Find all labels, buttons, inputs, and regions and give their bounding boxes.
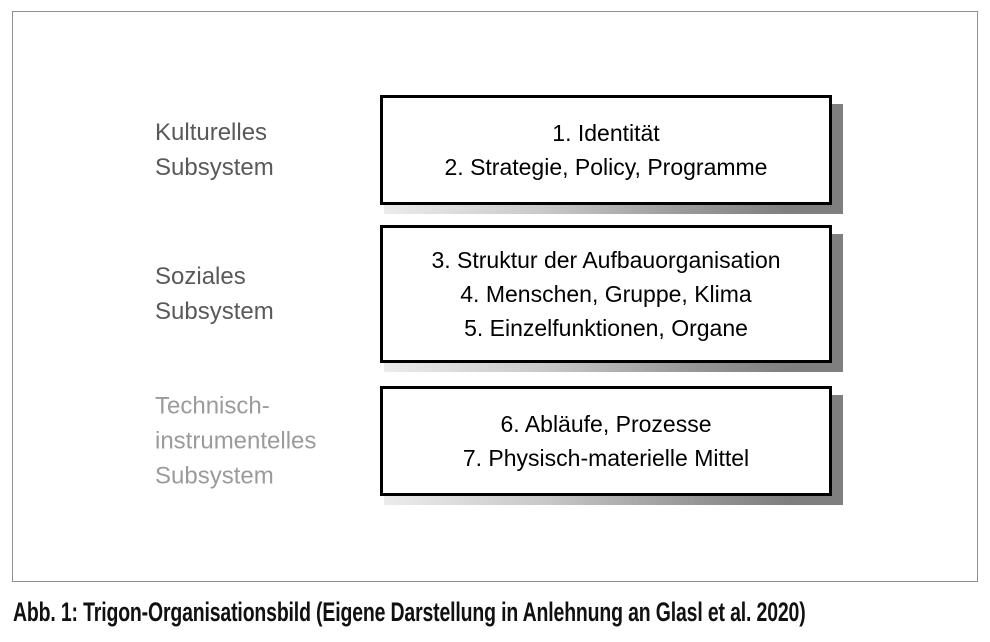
box-soziales: 3. Struktur der Aufbauorganisation 4. Me…: [380, 225, 843, 372]
subsystem-row-kulturelles: Kulturelles Subsystem 1. Identität 2. St…: [0, 95, 990, 214]
box-technisch: 6. Abläufe, Prozesse 7. Physisch-materie…: [380, 386, 843, 505]
label-technisch-instrumentelles-subsystem: Technisch- instrumentelles Subsystem: [155, 392, 317, 490]
label-kulturelles-subsystem: Kulturelles Subsystem: [155, 119, 274, 181]
figure-caption: Abb. 1: Trigon-Organisationsbild (Eigene…: [13, 597, 806, 627]
subsystem-row-soziales: Soziales Subsystem 3. Struktur der Aufba…: [0, 225, 990, 372]
subsystem-row-technisch: Technisch- instrumentelles Subsystem 6. …: [0, 386, 990, 505]
box-kulturelles: 1. Identität 2. Strategie, Policy, Progr…: [380, 95, 843, 214]
label-soziales-subsystem: Soziales Subsystem: [155, 263, 274, 325]
box-soziales-content: 3. Struktur der Aufbauorganisation 4. Me…: [380, 225, 832, 363]
box-item-struktur: 3. Struktur der Aufbauorganisation: [431, 247, 781, 273]
box-item-ablaeufe: 6. Abläufe, Prozesse: [500, 411, 712, 437]
box-technisch-content: 6. Abläufe, Prozesse 7. Physisch-materie…: [380, 386, 832, 496]
box-item-strategie: 2. Strategie, Policy, Programme: [444, 154, 768, 180]
box-item-identitaet: 1. Identität: [552, 120, 660, 146]
box-kulturelles-content: 1. Identität 2. Strategie, Policy, Progr…: [380, 95, 832, 205]
box-item-menschen: 4. Menschen, Gruppe, Klima: [460, 281, 752, 307]
box-item-einzelfunktionen: 5. Einzelfunktionen, Organe: [464, 315, 748, 341]
box-item-physisch: 7. Physisch-materielle Mittel: [462, 445, 750, 471]
